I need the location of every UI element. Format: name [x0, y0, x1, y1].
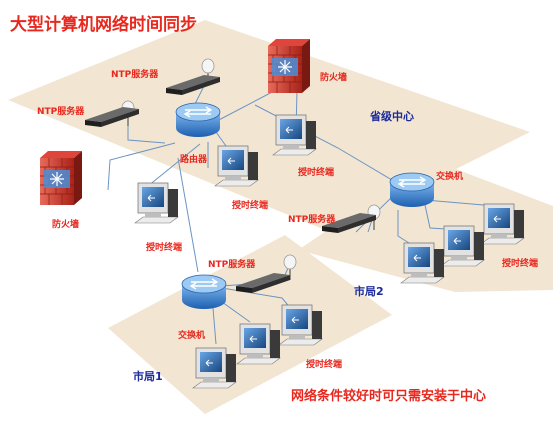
- client-label: 授时终端: [306, 360, 343, 370]
- bureau-2-zone: [298, 160, 553, 292]
- page-title: 大型计算机网络时间同步: [10, 15, 197, 35]
- firewall-icon-left: [39, 150, 83, 206]
- switch-icon-bureau-1: [181, 274, 227, 310]
- switch-label: 交换机: [436, 172, 464, 182]
- router-label: 路由器: [180, 155, 208, 165]
- bureau-2-label: 市局2: [354, 285, 384, 298]
- switch-label: 交换机: [178, 331, 206, 341]
- installation-note: 网络条件较好时可只需安装于中心: [291, 389, 487, 404]
- ntp-server-label: NTP服务器: [288, 215, 336, 225]
- bureau-1-label: 市局1: [133, 370, 163, 383]
- firewall-icon-center: [267, 38, 311, 94]
- firewall-label: 防火墙: [320, 73, 348, 83]
- provincial-center-label: 省级中心: [370, 110, 414, 123]
- client-label: 授时终端: [232, 201, 269, 211]
- router-icon: [175, 102, 221, 138]
- ntp-server-label: NTP服务器: [37, 107, 85, 117]
- client-label: 授时终端: [502, 259, 539, 269]
- switch-icon-bureau-2: [389, 172, 435, 208]
- firewall-label: 防火墙: [52, 220, 80, 230]
- client-label: 授时终端: [146, 243, 183, 253]
- ntp-server-label: NTP服务器: [208, 260, 256, 270]
- client-label: 授时终端: [298, 168, 335, 178]
- client-terminal-icon: [134, 182, 179, 224]
- ntp-server-label: NTP服务器: [111, 70, 159, 80]
